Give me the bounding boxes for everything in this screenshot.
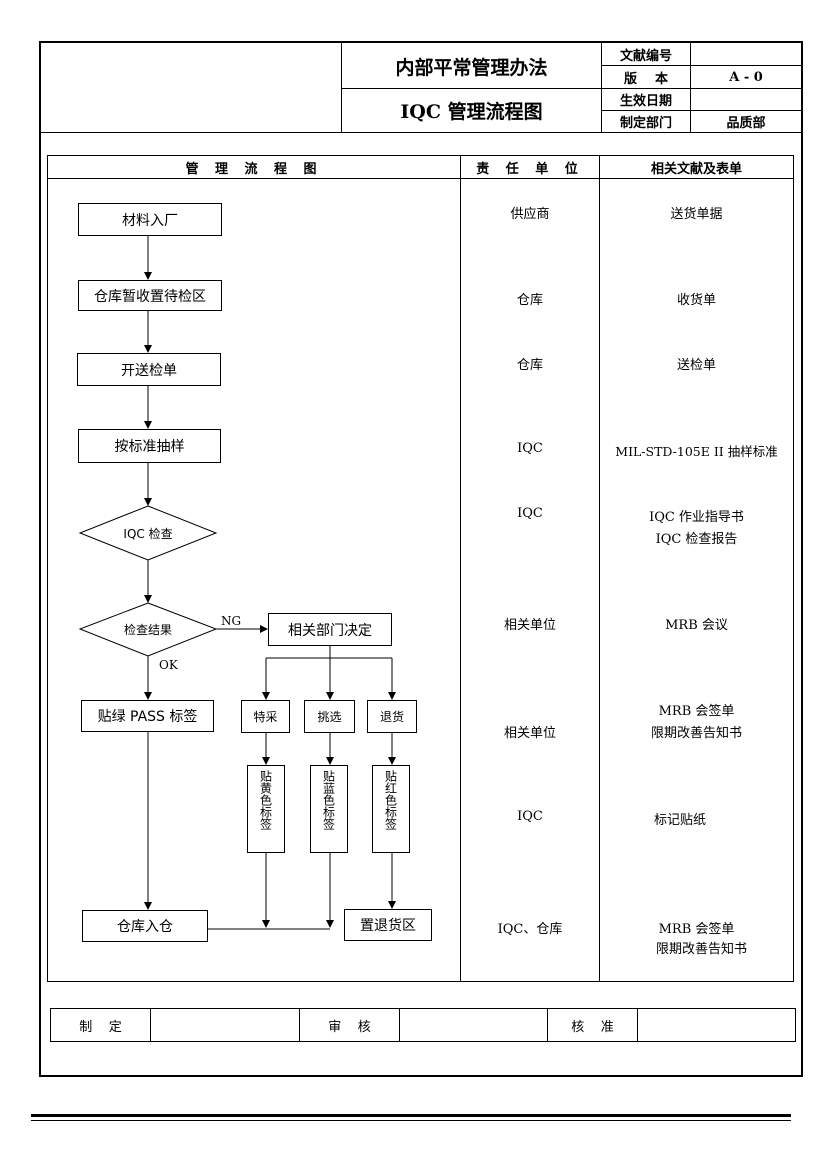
flow-option-special: 特采 [241, 700, 290, 733]
flow-tag-red: 贴红色标签 [372, 765, 410, 853]
signature-label-approve: 核 准 [571, 1019, 614, 1035]
unit-row-2: 仓库 [516, 293, 543, 308]
flow-step-sampling: 按标准抽样 [78, 429, 221, 463]
meta-label-doc-number: 文献编号 [619, 48, 672, 64]
doc-row-5a: IQC 作业指导书 [649, 510, 744, 525]
document-frame [39, 41, 803, 1077]
column-header-flowchart: 管 理 流 程 图 [185, 161, 323, 177]
meta-label-effective-date: 生效日期 [619, 94, 672, 109]
flow-step-inspection-slip: 开送检单 [77, 353, 221, 386]
meta-value-version: A - 0 [729, 69, 763, 85]
flow-step-materials-in: 材料入厂 [78, 203, 222, 236]
unit-row-8: IQC [517, 809, 543, 824]
flow-option-pick: 挑选 [304, 700, 355, 733]
header-title-split [341, 88, 602, 89]
flow-step-dept-decide: 相关部门决定 [268, 613, 392, 646]
main-table-border [47, 155, 794, 982]
doc-row-2: 收货单 [676, 293, 716, 308]
column-header-responsible: 责 任 单 位 [476, 161, 584, 177]
doc-row-6: MRB 会议 [665, 618, 728, 633]
flow-label-ng: NG [221, 614, 242, 628]
signature-divider-4 [547, 1008, 548, 1042]
flow-tag-yellow: 贴黄色标签 [247, 765, 285, 853]
flow-step-return-area: 置退货区 [344, 909, 432, 941]
doc-row-3: 送检单 [676, 358, 716, 373]
main-table-col-divider-1 [460, 155, 461, 982]
unit-row-3: 仓库 [516, 358, 543, 373]
unit-row-4: IQC [517, 441, 543, 456]
document-title: 内部平常管理办法 [395, 56, 548, 79]
unit-row-7: 相关单位 [503, 726, 556, 741]
doc-row-9a: MRB 会签单 [658, 922, 735, 937]
doc-row-9b: 限期改善告知书 [655, 942, 747, 957]
header-bottom-line [41, 132, 801, 133]
doc-row-8: 标记贴纸 [653, 813, 706, 828]
flow-decision-iqc-check: IQC 检查 [123, 527, 173, 541]
doc-row-5b: IQC 检查报告 [655, 532, 738, 547]
flow-option-return: 退货 [367, 700, 417, 733]
main-table-col-divider-2 [599, 155, 600, 982]
signature-divider-1 [150, 1008, 151, 1042]
footer-rule-thick [31, 1114, 791, 1117]
column-header-documents: 相关文献及表单 [650, 161, 742, 177]
signature-row [50, 1008, 796, 1042]
header-meta-row3 [601, 110, 801, 111]
meta-label-department: 制定部门 [619, 116, 672, 131]
meta-label-version: 版 本 [623, 71, 669, 87]
signature-label-review: 审 核 [328, 1019, 371, 1035]
doc-row-1: 送货单据 [670, 207, 723, 222]
signature-field-made[interactable] [151, 1009, 299, 1041]
flow-tag-blue: 贴蓝色标签 [310, 765, 348, 853]
flow-step-pass-label: 贴绿 PASS 标签 [81, 700, 214, 732]
signature-field-approve[interactable] [638, 1009, 795, 1041]
doc-row-7b: 限期改善告知书 [650, 726, 742, 741]
signature-divider-3 [399, 1008, 400, 1042]
header-meta-row2 [601, 88, 801, 89]
footer-rule-thin [31, 1120, 791, 1121]
main-table-header-line [47, 178, 794, 179]
signature-label-made: 制 定 [79, 1019, 122, 1035]
flow-label-ok: OK [159, 658, 178, 672]
unit-row-6: 相关单位 [503, 618, 556, 633]
unit-row-5: IQC [517, 506, 543, 521]
flow-decision-check-result: 检查结果 [123, 623, 172, 637]
doc-row-7a: MRB 会签单 [658, 704, 735, 719]
header-meta-row1 [601, 65, 801, 66]
meta-value-department: 品质部 [726, 116, 766, 131]
signature-divider-5 [637, 1008, 638, 1042]
flow-step-store-in: 仓库入仓 [82, 910, 208, 942]
flow-step-warehouse-hold: 仓库暂收置待检区 [78, 280, 222, 311]
unit-row-1: 供应商 [510, 207, 550, 222]
unit-row-9: IQC、仓库 [497, 922, 563, 937]
signature-field-review[interactable] [400, 1009, 547, 1041]
signature-divider-2 [299, 1008, 300, 1042]
chart-title: IQC 管理流程图 [400, 101, 543, 123]
doc-row-4: MIL-STD-105E II 抽样标准 [615, 444, 778, 459]
